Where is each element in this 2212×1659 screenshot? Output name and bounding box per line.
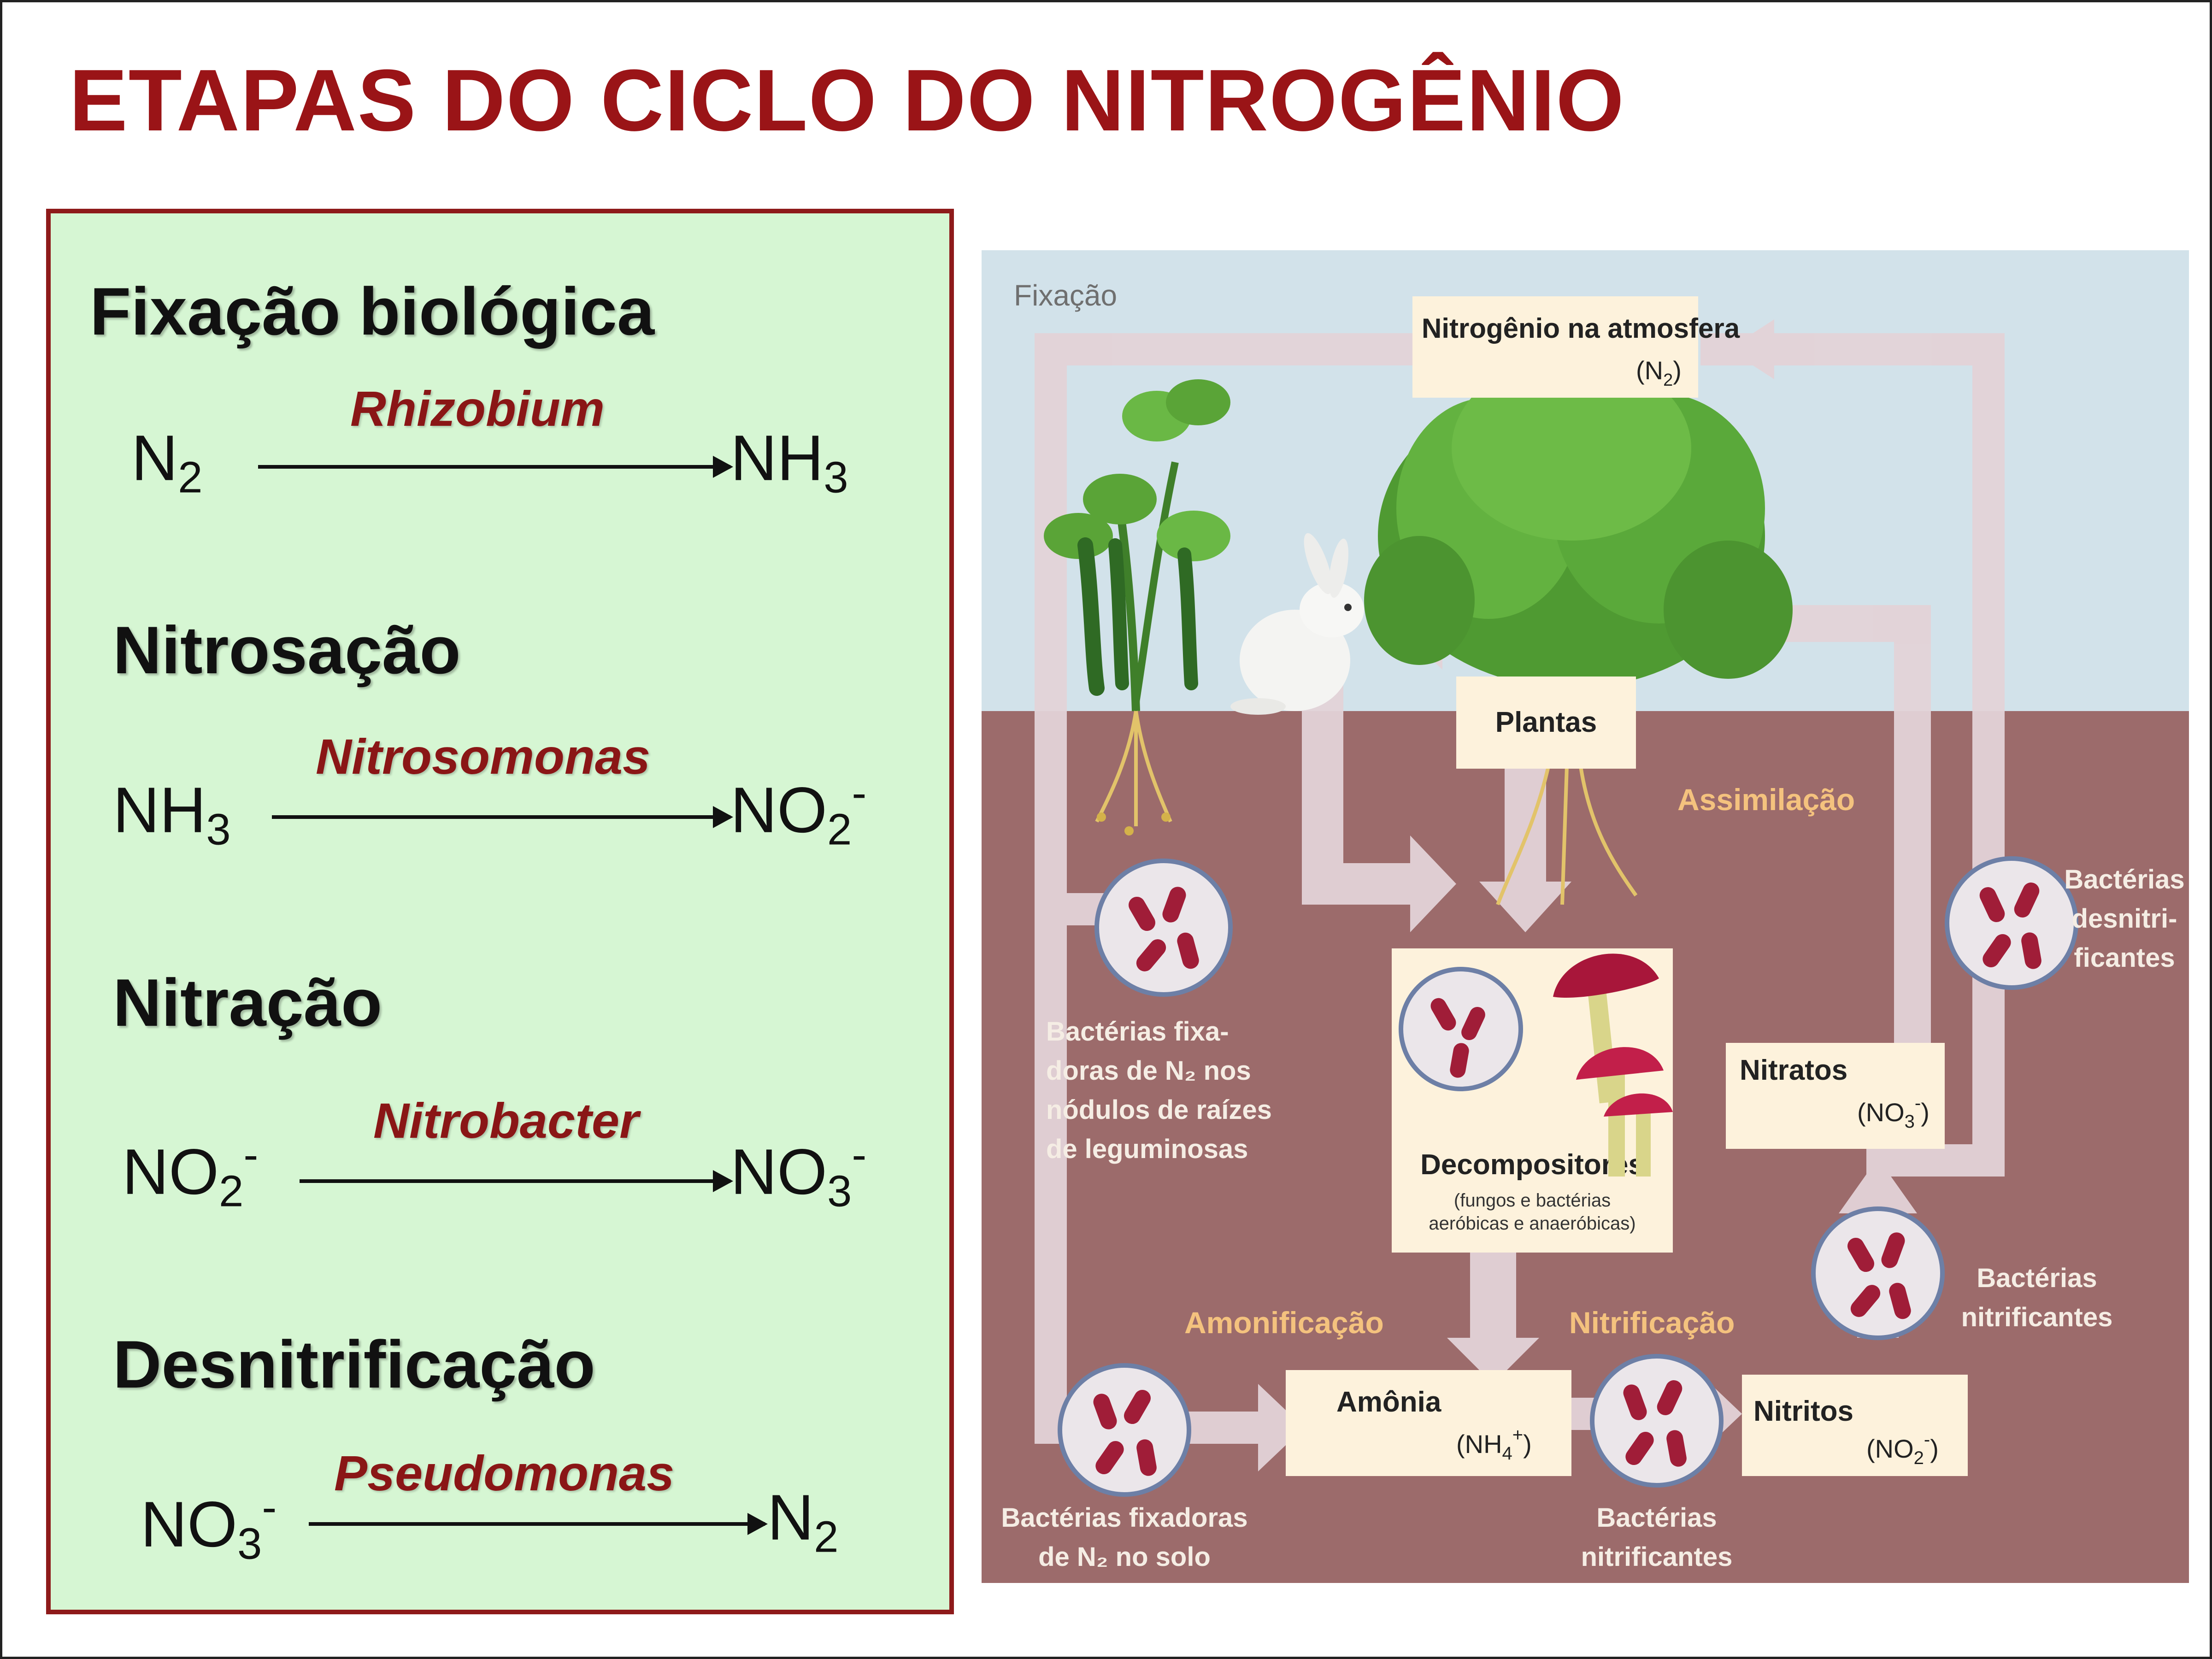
svg-text:de N₂ no solo: de N₂ no solo: [1038, 1542, 1211, 1572]
step-heading-nitrosacao: Nitrosação: [113, 612, 461, 688]
nitrogen-cycle-diagram: Fixação Nitrogênio na atmosfera (N2) Pla…: [982, 250, 2189, 1583]
product-step1: NH3: [730, 421, 848, 502]
step-heading-nitracao: Nitração: [113, 965, 382, 1040]
reactant-step3: NO2-: [122, 1130, 259, 1216]
mushroom-illustration: [1553, 953, 1673, 1177]
bacteria-nitrificantes-bottom-icon: [1590, 1354, 1724, 1488]
caption-bacterias-fixadoras-solo: Bactérias fixadoras de N₂ no solo: [1001, 1503, 1247, 1572]
organism-rhizobium: Rhizobium: [350, 381, 605, 436]
amonia-formula: (NH4+): [1456, 1425, 1532, 1464]
product-step4: N2: [767, 1481, 839, 1562]
atmosphere-formula: (N2): [1636, 356, 1682, 390]
page-title: ETAPAS DO CICLO DO NITROGÊNIO: [69, 52, 1625, 149]
organism-pseudomonas: Pseudomonas: [334, 1445, 675, 1501]
legume-plant-illustration: [1044, 379, 1230, 835]
svg-text:doras de N₂ nos: doras de N₂ nos: [1046, 1056, 1251, 1086]
decompositores-detail-2: aeróbicas e anaeróbicas): [1429, 1213, 1635, 1234]
decompositores-label: Decompositores: [1420, 1149, 1644, 1181]
crop-plants-illustration: [1364, 356, 1793, 906]
bacteria-nodulos-icon: [1094, 859, 1233, 997]
svg-text:Bactérias: Bactérias: [1977, 1263, 2097, 1293]
assimilacao-label: Assimilação: [1677, 782, 1855, 817]
svg-text:ficantes: ficantes: [2074, 943, 2175, 973]
reaction-arrow-step4: [309, 1513, 768, 1535]
bacteria-nitrificantes-right-icon: [1811, 1206, 1945, 1340]
nitratos-box: Nitratos (NO3-): [1726, 1043, 1945, 1149]
organism-nitrobacter: Nitrobacter: [373, 1093, 639, 1148]
product-step2: NO2-: [730, 768, 867, 854]
reaction-arrow-step2: [272, 806, 733, 828]
nitratos-formula: (NO3-): [1857, 1093, 1930, 1132]
nitrificacao-label: Nitrificação: [1569, 1306, 1735, 1340]
plantas-label: Plantas: [1495, 706, 1597, 738]
svg-text:Bactérias fixa-: Bactérias fixa-: [1046, 1017, 1229, 1047]
fixacao-label: Fixação: [1014, 279, 1117, 312]
product-step3: NO3-: [730, 1130, 867, 1216]
reactant-step1: N2: [131, 421, 203, 502]
atmosphere-box: Nitrogênio na atmosfera (N2): [1412, 296, 1740, 398]
nitritos-formula: (NO2-): [1866, 1430, 1939, 1468]
bacteria-decompositores-icon: [1399, 967, 1523, 1091]
cycle-flow-arrows: [1035, 319, 2005, 1471]
svg-text:nódulos de raízes: nódulos de raízes: [1046, 1095, 1272, 1125]
reaction-arrow-step1: [258, 456, 733, 478]
svg-text:Bactérias: Bactérias: [1596, 1503, 1717, 1533]
svg-text:de leguminosas: de leguminosas: [1046, 1134, 1248, 1164]
organism-nitrosomonas: Nitrosomonas: [316, 729, 651, 784]
svg-text:nitrificantes: nitrificantes: [1581, 1542, 1733, 1572]
step-heading-fixacao: Fixação biológica: [90, 274, 655, 349]
amonia-box: Amônia (NH4+): [1286, 1370, 1571, 1476]
amonificacao-label: Amonificação: [1184, 1306, 1384, 1340]
atmosphere-label: Nitrogênio na atmosfera: [1422, 313, 1740, 344]
step-heading-desnitrificacao: Desnitrificação: [113, 1327, 595, 1402]
nitritos-label: Nitritos: [1753, 1395, 1853, 1427]
bacteria-desnitrificantes-icon: [1945, 856, 2078, 990]
decompositores-detail-1: (fungos e bactérias: [1454, 1190, 1611, 1211]
caption-bacterias-nitrificantes-right: Bactérias nitrificantes: [1961, 1263, 2113, 1332]
plantas-box: Plantas: [1456, 677, 1636, 769]
reactant-step2: NH3: [113, 773, 231, 854]
bacteria-fixadoras-solo-icon: [1058, 1363, 1191, 1497]
caption-bacterias-desnitrificantes: Bactérias desnitri- ficantes: [2064, 865, 2184, 973]
svg-text:nitrificantes: nitrificantes: [1961, 1302, 2113, 1332]
caption-bacterias-fixadoras-nodulos: Bactérias fixa- doras de N₂ nos nódulos …: [1046, 1017, 1272, 1164]
reactant-step4: NO3-: [141, 1483, 277, 1569]
reactions-panel: Fixação biológica Rhizobium N2 NH3 Nitro…: [46, 209, 954, 1614]
caption-bacterias-nitrificantes-bottom: Bactérias nitrificantes: [1581, 1503, 1733, 1572]
reaction-arrow-step3: [300, 1170, 733, 1192]
svg-text:desnitri-: desnitri-: [2072, 904, 2177, 934]
rabbit-illustration: [1230, 533, 1364, 715]
svg-text:Bactérias fixadoras: Bactérias fixadoras: [1001, 1503, 1247, 1533]
nitritos-box: Nitritos (NO2-): [1742, 1375, 1968, 1476]
svg-text:Bactérias: Bactérias: [2064, 865, 2184, 894]
amonia-label: Amônia: [1336, 1386, 1441, 1418]
nitratos-label: Nitratos: [1740, 1054, 1847, 1086]
